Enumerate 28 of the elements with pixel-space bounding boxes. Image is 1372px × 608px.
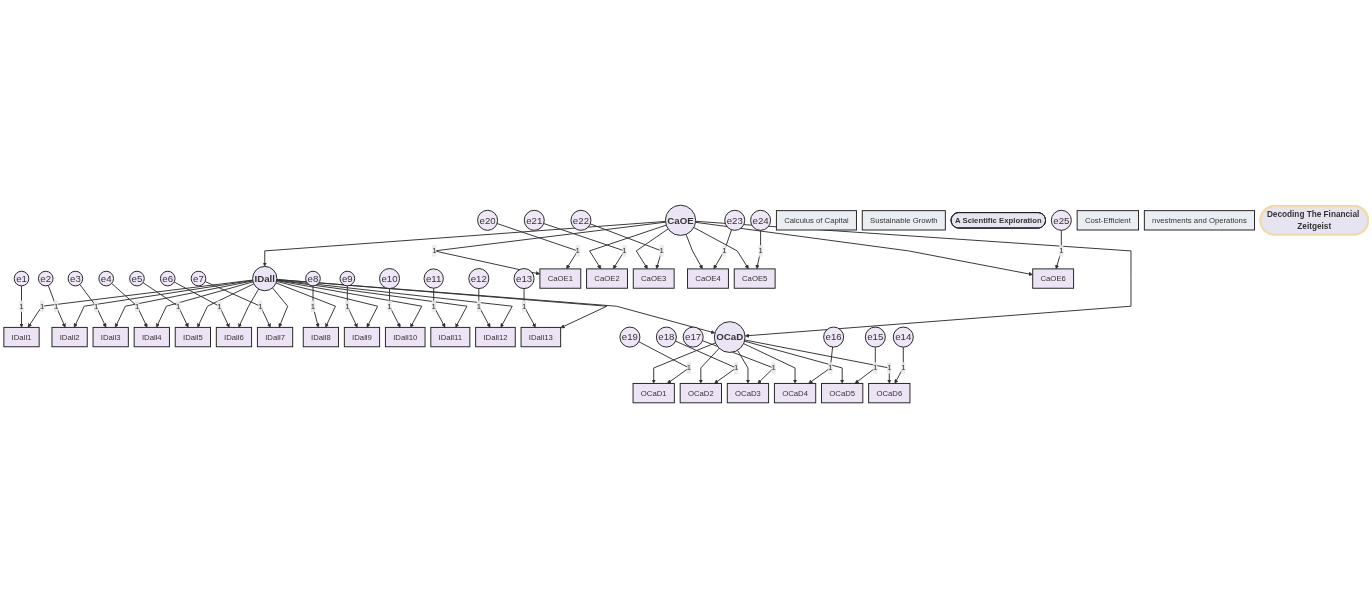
node-circle: e13 xyxy=(513,268,535,290)
node-circle: e23 xyxy=(724,209,746,231)
node-circle: e8 xyxy=(305,270,321,287)
node-circle: e14 xyxy=(892,326,914,348)
node-circle: e2 xyxy=(37,270,54,287)
node-circle: e25 xyxy=(1050,209,1072,231)
node-circle: e11 xyxy=(423,268,444,289)
node-circle: e19 xyxy=(619,326,641,348)
node-circle: e10 xyxy=(379,268,400,290)
node-circle: e3 xyxy=(67,270,84,287)
node-circle: e22 xyxy=(570,209,592,231)
node-circle: e24 xyxy=(750,209,772,231)
node-circle: e9 xyxy=(339,270,356,287)
node-circle: e6 xyxy=(159,270,176,287)
node-circle: e20 xyxy=(477,209,499,231)
node-circle: e16 xyxy=(823,326,845,348)
node-circle: CaOE xyxy=(664,204,697,236)
node-circle: OCaD xyxy=(713,321,746,353)
node-circle: e17 xyxy=(682,326,704,348)
node-circle: e7 xyxy=(190,270,207,287)
node-circle: e1 xyxy=(13,270,30,287)
node-circle: e21 xyxy=(523,209,545,231)
node-circle: e4 xyxy=(98,270,114,287)
node-circle: e15 xyxy=(864,326,886,348)
node-circle: e18 xyxy=(655,326,677,348)
node-circle: IDall xyxy=(252,265,278,292)
node-circle: e12 xyxy=(468,268,490,290)
node-circle: e5 xyxy=(129,270,145,287)
